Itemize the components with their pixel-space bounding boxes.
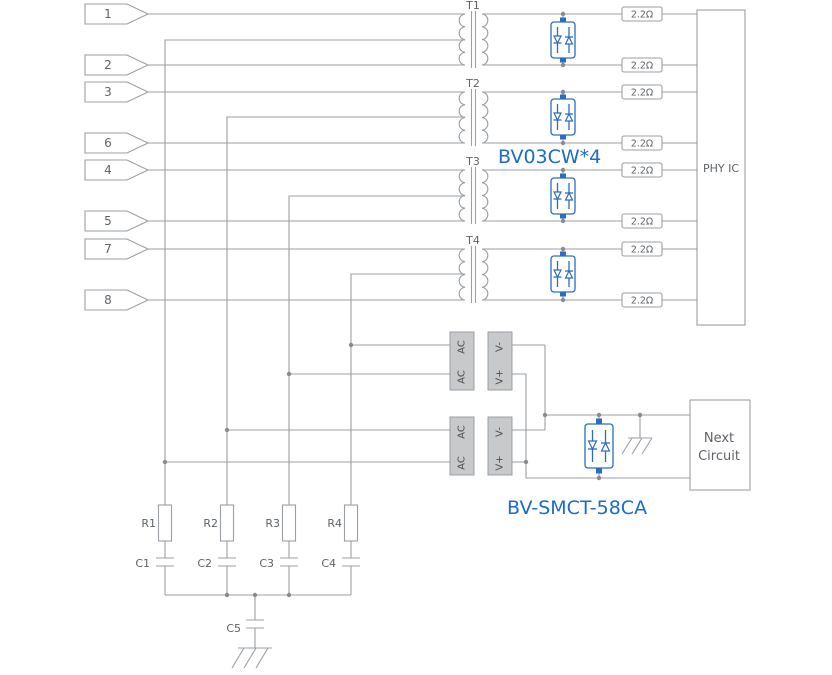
phy-ic: PHY IC [696,9,746,326]
pin-label-1: 1 [104,7,112,21]
junction-dot [560,62,566,68]
capacitor-label-C3: C3 [259,557,274,570]
junction-dot [542,412,548,418]
pin-connector-1 [84,3,149,25]
part-labels: BV03CW*4 BV-SMCT-58CA [498,146,647,519]
resistor-2r2-label-7: 2.2Ω [631,245,653,256]
bridge-rectifiers: AC AC V- V+ AC AC V- V+ [449,331,513,476]
transformer-T1 [458,10,489,69]
junction-dot [560,297,566,303]
tvs-array-4 [550,250,576,298]
pin-connector-4 [84,159,149,181]
resistor-2r2-label-6: 2.2Ω [631,217,653,228]
transformer-T4 [458,245,489,304]
junction-dot [560,140,566,146]
junction-dot [286,592,292,598]
bridge1-ac1-label: AC [457,340,468,354]
phy-ic-label: PHY IC [703,162,739,175]
resistor-R4 [343,504,359,542]
connector-pins: 1 2 3 6 4 5 7 8 [84,3,149,311]
capacitor-label-C2: C2 [197,557,212,570]
pin-label-4: 4 [104,163,112,177]
pin-label-5: 5 [104,214,112,228]
tvs-array-2 [550,93,576,141]
resistor-2r2-label-1: 2.2Ω [631,10,653,21]
capacitor-label-C4: C4 [321,557,336,570]
next-circuit-label-2: Circuit [698,449,740,464]
transformer-label-T2: T2 [465,77,480,90]
junction-dot [560,89,566,95]
bridge2-ac1-label: AC [457,425,468,439]
junction-dot [637,412,643,418]
bridge2-ac2-label: AC [457,456,468,470]
next-circuit-block [689,399,751,491]
junction-dot [224,427,230,433]
pin-connector-8 [84,289,149,311]
resistor-R2 [219,504,235,542]
pin-connector-5 [84,210,149,232]
bridge1-vminus-label: V- [495,342,506,352]
junction-dot [523,459,529,465]
junction-dot [596,475,602,481]
junction-dot [596,412,602,418]
resistor-2r2-label-2: 2.2Ω [631,61,653,72]
next-circuit: Next Circuit [689,399,751,491]
bridge1-vplus-label: V+ [495,369,506,384]
pin-connector-3 [84,81,149,103]
surge-protector [584,417,614,475]
pin-connector-2 [84,54,149,76]
junction-dots [162,11,643,598]
junction-dot [560,246,566,252]
resistor-R3 [281,504,297,542]
tvs-array-3 [550,172,576,220]
transformers: T1 T2 T3 T4 [458,0,489,304]
junction-dot [162,459,168,465]
pin-label-2: 2 [104,58,112,72]
resistor-2r2-label-8: 2.2Ω [631,296,653,307]
wires [148,13,697,669]
bridge1-ac2-label: AC [457,370,468,384]
surge-protector-tvs [584,417,614,475]
junction-dot [224,592,230,598]
wire-net [148,13,697,669]
transformer-label-T1: T1 [465,0,480,12]
transformer-T3 [458,166,489,225]
pin-label-8: 8 [104,293,112,307]
resistor-label-R4: R4 [327,517,342,530]
junction-dot [560,218,566,224]
termination-network: R1 R2 R3 R4 C1 C2 C3 C4 C5 [135,504,359,635]
tvs-array-1 [550,16,576,64]
phy-ic-block [696,9,746,326]
transformer-label-T4: T4 [465,234,480,247]
resistor-label-R3: R3 [265,517,280,530]
bridge2-vplus-label: V+ [495,455,506,470]
tvs-array-part-label: BV03CW*4 [498,146,601,168]
pin-label-6: 6 [104,136,112,150]
pin-connector-7 [84,238,149,260]
next-circuit-label-1: Next [704,431,734,446]
resistor-label-R2: R2 [203,517,218,530]
pin-label-3: 3 [104,85,112,99]
junction-dot [560,11,566,17]
transformer-label-T3: T3 [465,155,480,168]
pin-label-7: 7 [104,242,112,256]
series-resistors: 2.2Ω 2.2Ω 2.2Ω 2.2Ω 2.2Ω 2.2Ω 2.2Ω 2.2Ω [621,6,663,308]
surge-protector-part-label: BV-SMCT-58CA [507,497,647,519]
bridge2-vminus-label: V- [495,427,506,437]
resistor-2r2-label-5: 2.2Ω [631,166,653,177]
capacitor-label-C5: C5 [226,622,241,635]
resistor-2r2-label-4: 2.2Ω [631,139,653,150]
junction-dot [560,167,566,173]
junction-dot [286,371,292,377]
resistor-label-R1: R1 [141,517,156,530]
pin-connector-6 [84,132,149,154]
resistor-R1 [157,504,173,542]
junction-dot [252,592,258,598]
capacitor-label-C1: C1 [135,557,150,570]
junction-dot [348,342,354,348]
transformer-T2 [458,88,489,147]
resistor-2r2-label-3: 2.2Ω [631,88,653,99]
